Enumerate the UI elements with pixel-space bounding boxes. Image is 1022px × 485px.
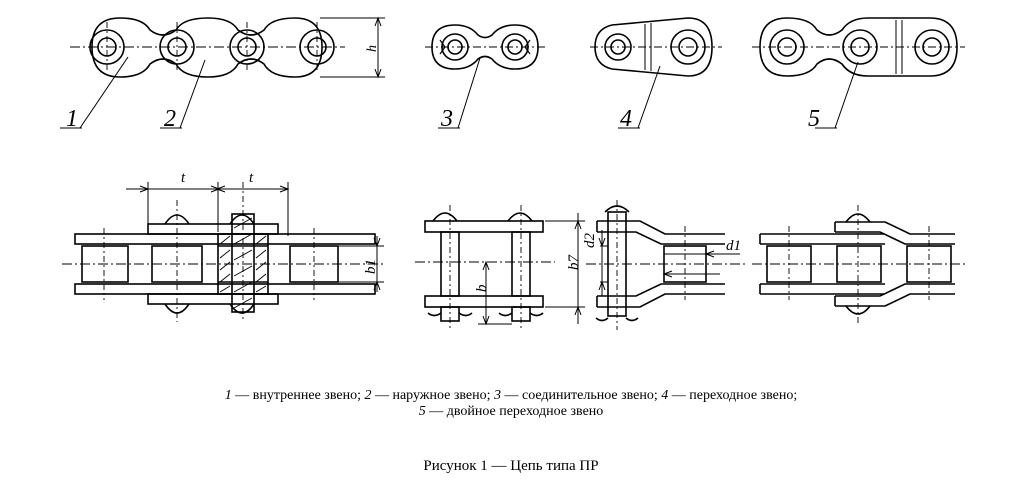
dim-label-t-right: t [249, 170, 254, 186]
legend-num-3: 3 [494, 388, 501, 403]
callout-3: 3 [440, 106, 453, 132]
dim-label-b7: b7 [566, 254, 582, 271]
legend-text-5: — двойное переходное звено [425, 404, 604, 419]
dimension-b7 [545, 213, 585, 324]
dim-label-b: b [474, 284, 490, 292]
callout-2: 2 [164, 106, 176, 132]
callout-1: 1 [66, 106, 78, 132]
figure-caption: Рисунок 1 — Цепь типа ПР [423, 458, 599, 474]
legend-text-3: — соединительное звено; [501, 388, 662, 403]
dim-label-t-left: t [181, 170, 186, 186]
double-offset-link-side-view [752, 17, 965, 129]
offset-link-side-view [590, 17, 722, 129]
legend-num-5: 5 [418, 404, 426, 419]
legend-line-1: 1 — внутреннее звено; 2 — наружное звено… [0, 387, 1022, 405]
legend-text-1: — внутреннее звено; [231, 388, 365, 403]
offset-link-top-view [586, 200, 745, 330]
legend-num-4: 4 [661, 388, 669, 403]
legend-text-2: — наружное звено; [371, 388, 494, 403]
callout-4: 4 [620, 106, 632, 132]
dim-label-h: h [365, 45, 380, 52]
legend-line-2: 5 — двойное переходное звено [0, 403, 1022, 421]
legend-num-1: 1 [224, 388, 232, 403]
chain-top-view-left [62, 182, 385, 322]
dim-label-d2: d2 [582, 233, 598, 249]
double-offset-link-top-view [752, 205, 965, 325]
dim-label-d1: d1 [726, 238, 741, 254]
connecting-link-side-view [425, 24, 545, 129]
legend-num-2: 2 [364, 388, 372, 403]
chain-link-side-view-1-2 [60, 16, 385, 129]
legend-text-4: — переходное звено; [668, 388, 798, 403]
callout-5: 5 [808, 106, 820, 132]
connecting-link-top-view [415, 205, 555, 330]
dim-label-b1: b1 [363, 259, 379, 274]
